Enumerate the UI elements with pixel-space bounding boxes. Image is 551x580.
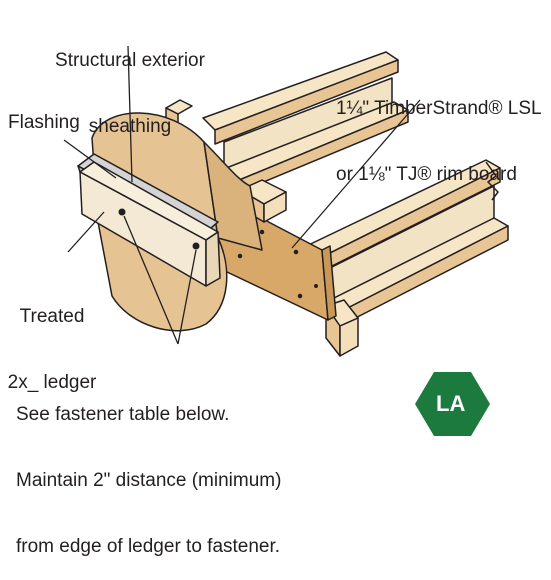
fastener-note: See fastener table below. Maintain 2" di… [16,404,282,557]
la-badge-text: LA [436,391,466,416]
ledger-attachment-diagram: Structural exterior sheathing 1¼" Timber… [7,45,542,557]
flashing-label: Flashing [8,112,80,133]
fastener-hole-right [192,242,200,250]
rim-board-label: 1¼" TimberStrand® LSL or 1⅛" TJ® rim boa… [336,98,542,185]
sheathing-label: Structural exterior sheathing [55,50,205,137]
ledger-label: Treated 2x_ ledger [7,306,97,393]
leader-lines [63,45,421,345]
treated-ledger [79,161,221,287]
rear-i-joist [202,51,409,201]
fastener-hole-left [118,208,126,216]
detail-illustration [63,45,509,436]
la-badge [415,372,490,436]
